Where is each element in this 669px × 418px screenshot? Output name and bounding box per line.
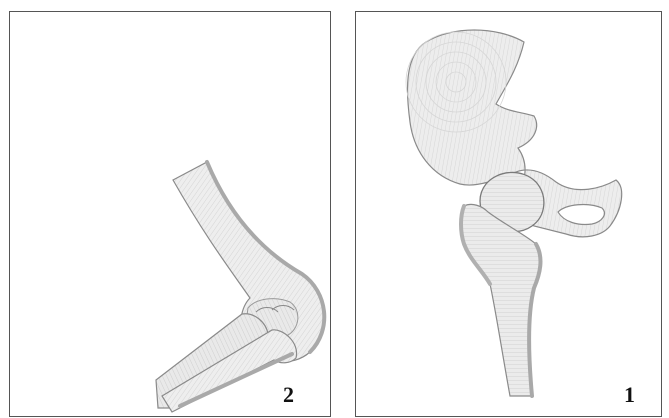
hip-joint-illustration <box>356 12 662 417</box>
figure-panel-hip: 1 <box>355 11 662 417</box>
figure-panel-knee: 2 <box>9 11 331 417</box>
figure-number-1: 1 <box>624 384 635 406</box>
knee-joint-illustration <box>10 12 331 417</box>
figure-number-2: 2 <box>283 384 294 406</box>
